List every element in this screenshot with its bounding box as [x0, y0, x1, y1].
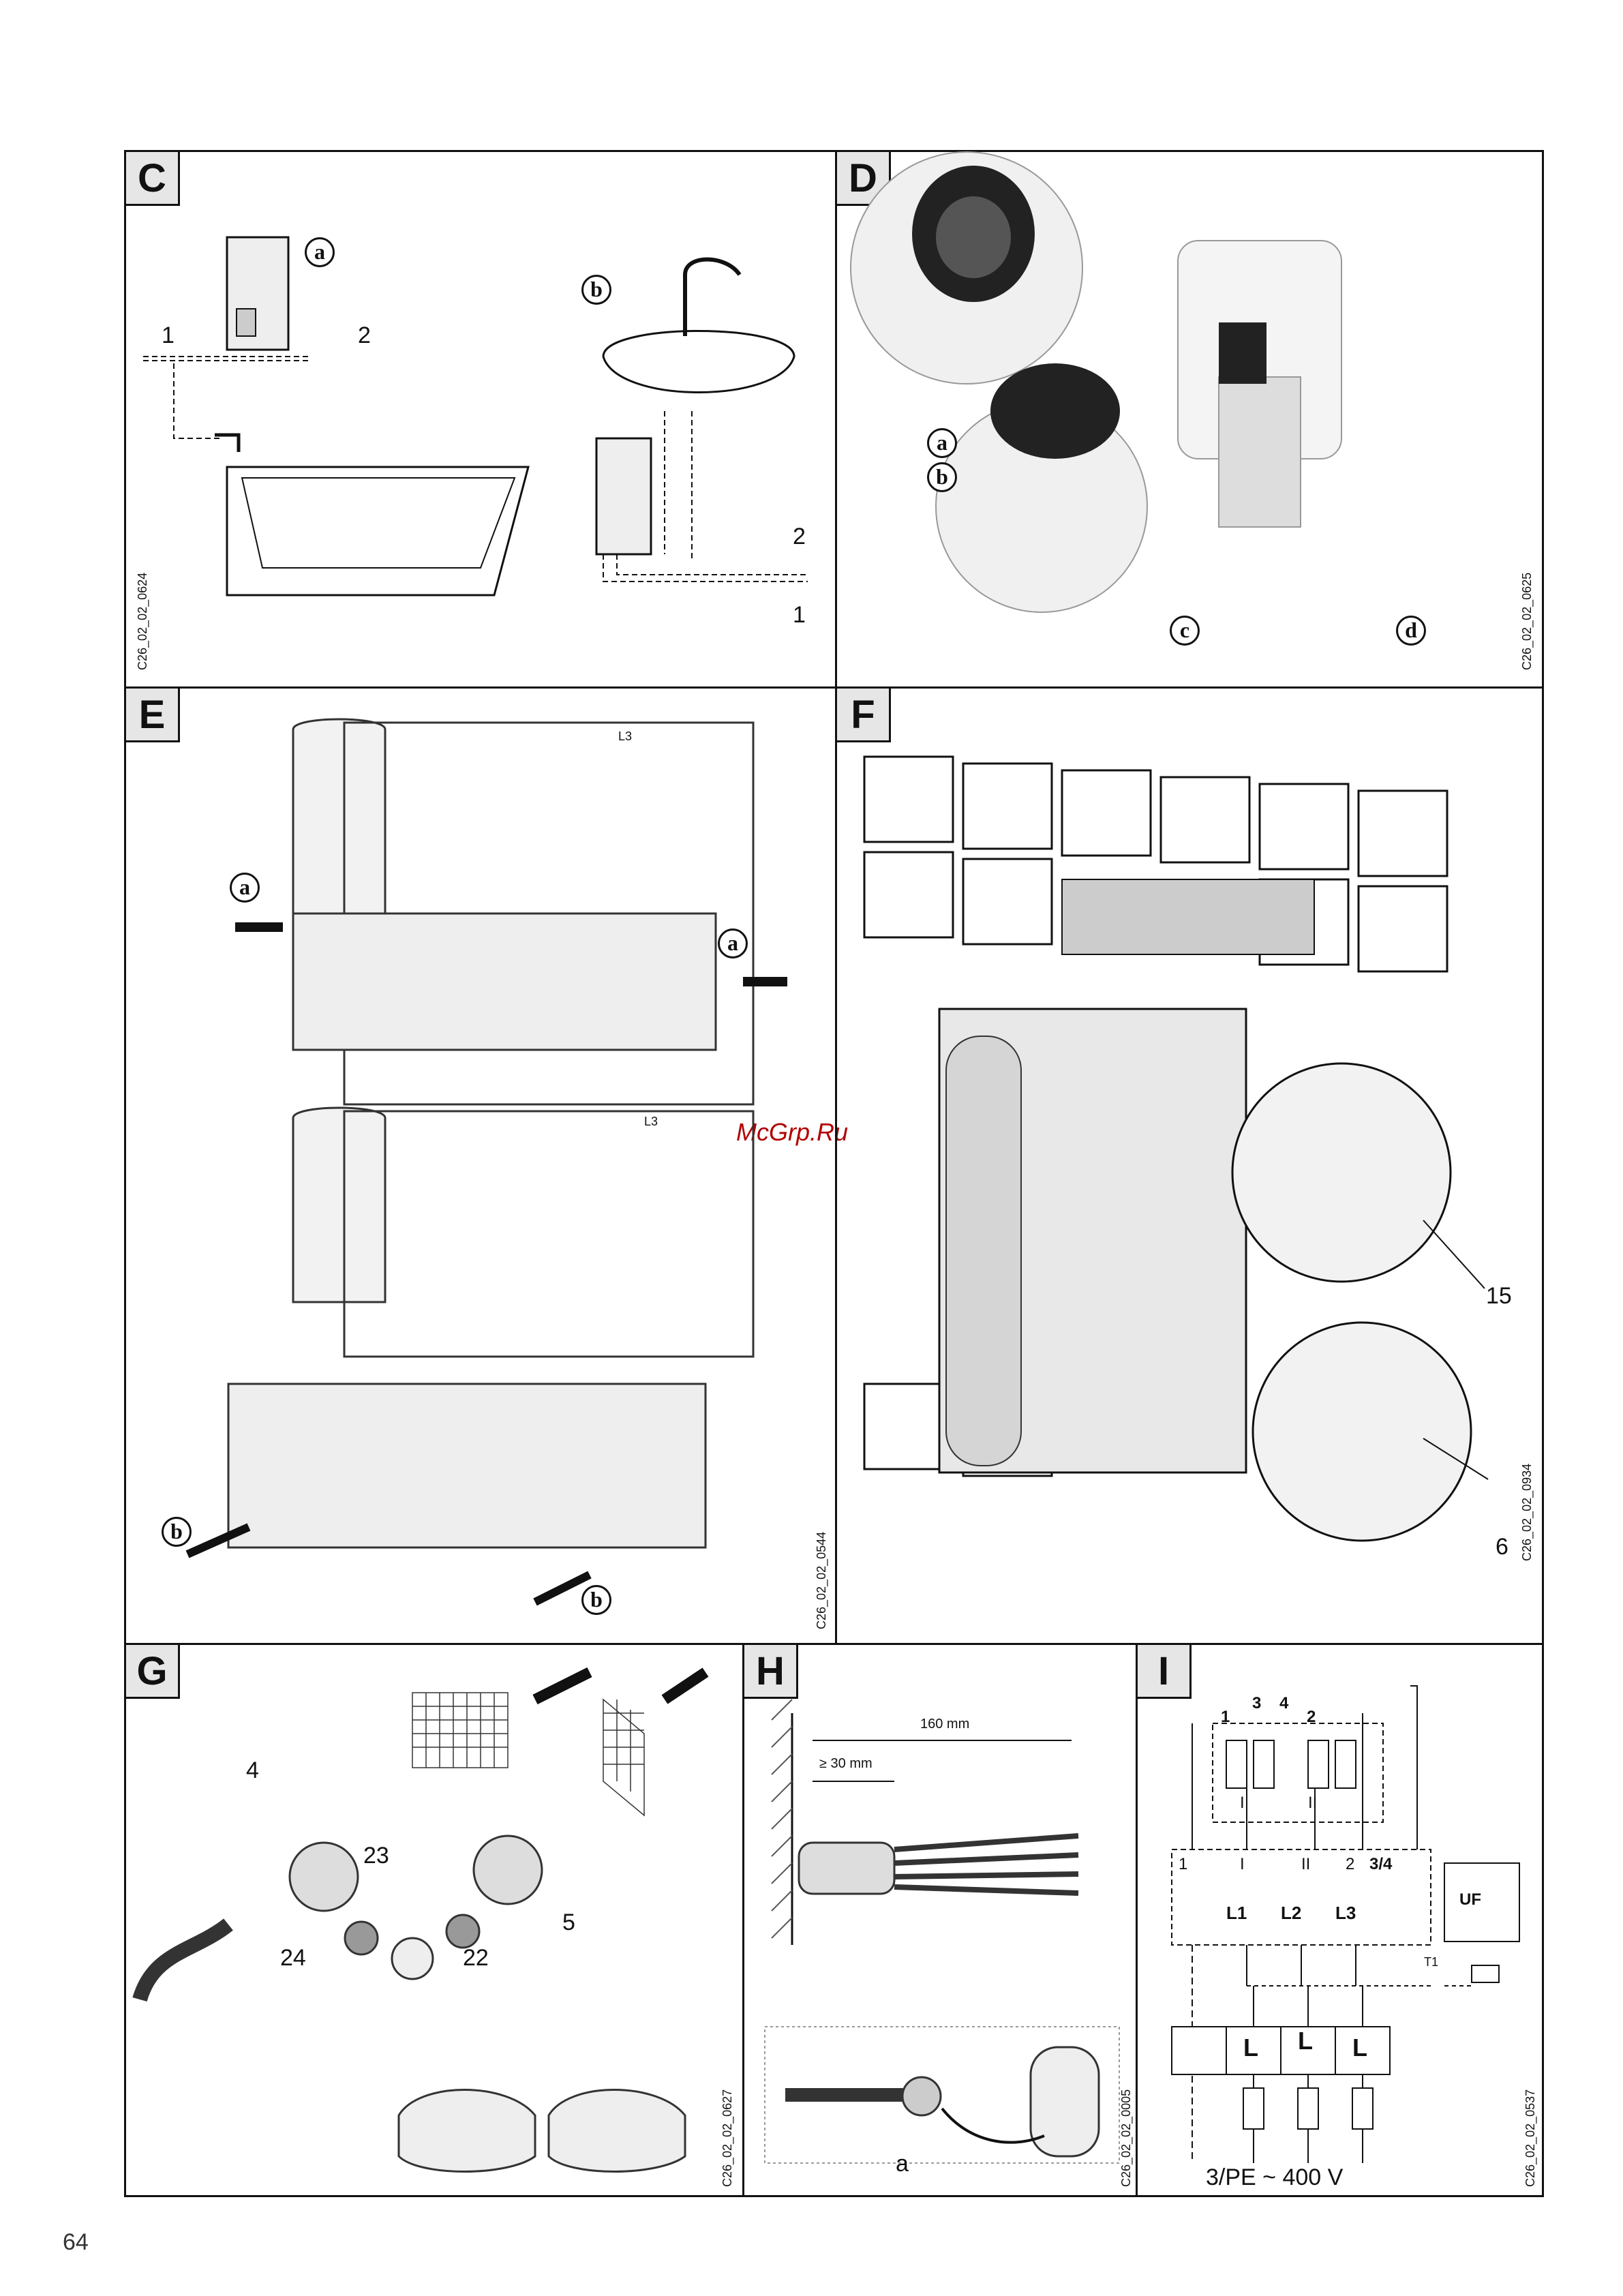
page-number: 64	[63, 2229, 89, 2256]
label-b: b	[162, 1517, 192, 1547]
terminal-mid-1: 1	[1179, 1855, 1187, 1874]
t1-label: T1	[1424, 1955, 1438, 1969]
terminal-l2: L2	[1281, 1903, 1301, 1924]
terminal-mark-2: L3	[644, 1115, 658, 1129]
terminal-l3: L3	[1335, 1903, 1356, 1924]
panel-h: H 160 mm ≥ 30 mm a C26_02_02_0005	[742, 1643, 1138, 2197]
terminal-mid-i: I	[1240, 1855, 1245, 1874]
number-2: 2	[358, 322, 371, 349]
panel-c-illustration	[126, 152, 835, 686]
label-b2: b	[581, 1585, 611, 1615]
label-a: a	[230, 873, 260, 903]
terminal-mid-3-4: 3/4	[1369, 1855, 1392, 1874]
label-b: b	[581, 275, 611, 305]
supply-voltage: 3/PE ~ 400 V	[1206, 2164, 1343, 2191]
dimension-160mm: 160 mm	[920, 1717, 969, 1732]
label-c: c	[1170, 616, 1200, 646]
panel-c: C a b 1 2 2 1 C26_02_02_0624	[124, 150, 837, 689]
drawing-code: C26_02_02_0934	[1520, 1464, 1534, 1561]
terminal-top-1: 1	[1221, 1708, 1230, 1727]
callout-15: 15	[1486, 1283, 1512, 1310]
drawing-code: C26_02_02_0005	[1119, 2089, 1134, 2187]
callout-6: 6	[1496, 1534, 1508, 1560]
panel-d: D a b c d C26_02_02_0625	[835, 150, 1544, 689]
label-top-i: I	[1240, 1794, 1245, 1813]
terminal-mid-ii: II	[1301, 1855, 1310, 1874]
label-a2: a	[718, 928, 748, 958]
callout-5: 5	[562, 1909, 575, 1936]
panel-e-illustration	[126, 689, 835, 1643]
panel-e: E a a b b L3 L3 C26_02_02_0544	[124, 686, 837, 1645]
callout-22: 22	[463, 1945, 489, 1972]
callout-24: 24	[280, 1945, 306, 1972]
panel-i: I 3 4 1 2 I II 1 I II 2 3/4 L1 L2 L3 UF …	[1136, 1643, 1544, 2197]
terminal-top-2: 2	[1307, 1708, 1316, 1727]
label-top-ii: II	[1308, 1794, 1317, 1813]
panel-g-illustration	[126, 1645, 742, 2195]
terminal-l1: L1	[1226, 1903, 1247, 1924]
panel-g: G 4 23 24 22 5 C26_02_02_0627	[124, 1643, 744, 2197]
label-b: b	[927, 462, 957, 492]
drawing-code: C26_02_02_0544	[815, 1532, 829, 1629]
dimension-30mm: ≥ 30 mm	[819, 1756, 873, 1772]
callout-4: 4	[246, 1757, 259, 1784]
terminal-top-3: 3	[1252, 1694, 1261, 1713]
terminal-top-4: 4	[1279, 1694, 1288, 1713]
callout-23: 23	[363, 1843, 389, 1869]
terminal-mid-2: 2	[1346, 1855, 1354, 1874]
number-2b: 2	[793, 524, 806, 550]
panel-f: F 15 6 C26_02_02_0934	[835, 686, 1544, 1645]
terminal-block-l3: L	[1352, 2034, 1367, 2062]
terminal-block-l2: L	[1298, 2027, 1313, 2055]
drawing-code: C26_02_02_0625	[1520, 573, 1534, 670]
panel-d-illustration	[837, 152, 1542, 686]
label-a: a	[927, 428, 957, 458]
number-1b: 1	[793, 602, 806, 629]
drawing-code: C26_02_02_0627	[721, 2089, 735, 2187]
drawing-code: C26_02_02_0537	[1523, 2089, 1538, 2187]
terminal-mark-1: L3	[618, 729, 632, 744]
terminal-block-l1: L	[1243, 2034, 1258, 2062]
drawing-code: C26_02_02_0624	[136, 573, 150, 670]
label-d: d	[1396, 616, 1426, 646]
callout-a: a	[896, 2151, 909, 2177]
panel-f-illustration	[837, 689, 1542, 1643]
number-1: 1	[162, 322, 175, 349]
label-a: a	[305, 237, 335, 267]
uf-box-label: UF	[1459, 1890, 1481, 1909]
